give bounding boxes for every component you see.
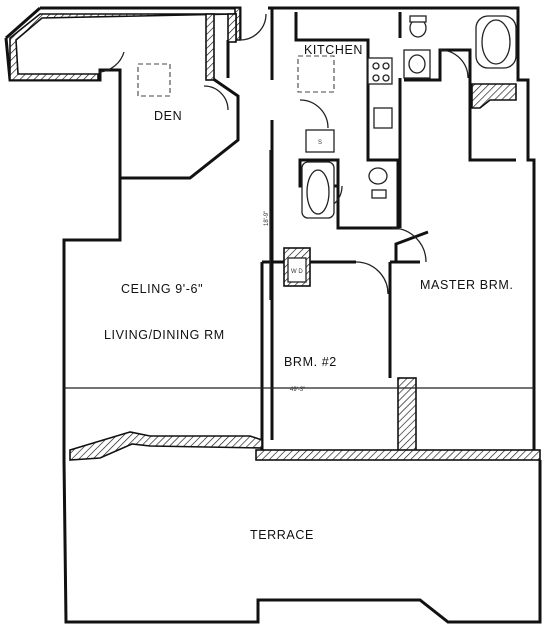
room-label-den: DEN bbox=[154, 109, 182, 123]
room-label-terrace: TERRACE bbox=[250, 528, 314, 542]
horizontal-dimension: 49'-3" bbox=[290, 387, 305, 393]
ceiling-height-note: CELING 9'-6" bbox=[121, 282, 203, 296]
room-label-living-dining: LIVING/DINING RM bbox=[104, 328, 225, 342]
vertical-dimension: 18'-9" bbox=[264, 211, 270, 226]
room-label-kitchen: KITCHEN bbox=[304, 43, 363, 57]
doors bbox=[99, 13, 469, 295]
closet-mark: S bbox=[318, 140, 322, 146]
bath-fixtures bbox=[301, 15, 517, 219]
room-label-master-bedroom: MASTER BRM. bbox=[420, 278, 513, 292]
interior-walls bbox=[120, 8, 516, 458]
dimension-lines bbox=[64, 150, 534, 389]
washer-dryer: W D bbox=[283, 247, 311, 287]
washer-dryer-label: W D bbox=[291, 269, 303, 275]
room-label-bedroom-2: BRM. #2 bbox=[284, 355, 337, 369]
kitchen-fixtures: S bbox=[297, 55, 393, 153]
den-table bbox=[137, 63, 171, 97]
hatched-walls bbox=[69, 13, 541, 461]
